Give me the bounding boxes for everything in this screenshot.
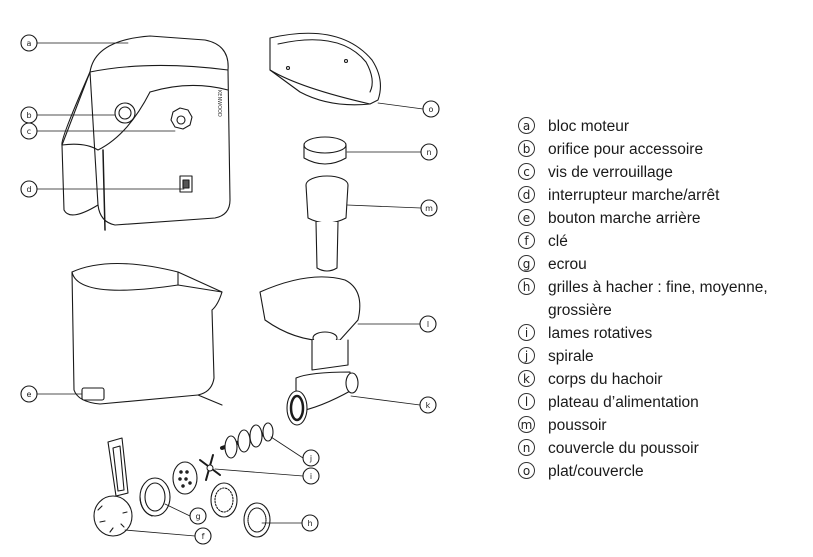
svg-text:j: j (309, 454, 312, 463)
legend-label: ecrou (548, 256, 587, 273)
svg-text:e: e (27, 390, 32, 399)
callout-n: n (420, 143, 438, 161)
leader-lines (36, 42, 424, 537)
legend-item: i lames rotatives (518, 322, 808, 345)
legend-badge: c (518, 163, 535, 180)
svg-text:l: l (427, 320, 429, 329)
callout-a: a (20, 34, 38, 52)
callout-l: l (419, 315, 437, 333)
legend-label: poussoir (548, 417, 607, 434)
pusher (305, 175, 349, 272)
legend-label: bloc moteur (548, 118, 629, 135)
legend-badge: h (518, 278, 535, 295)
feed-screw (220, 422, 274, 459)
callout-e: e (20, 385, 38, 403)
legend-badge: b (518, 140, 535, 157)
grinder-body (286, 339, 359, 426)
legend-label: plateau d’alimentation (548, 394, 699, 411)
legend-label: grilles à hacher : fine, moyenne, grossi… (548, 279, 768, 319)
mincing-screen-medium (210, 482, 238, 518)
callout-k: k (419, 396, 437, 414)
legend-item: h grilles à hacher : fine, moyenne, gross… (518, 276, 808, 322)
legend-label: spirale (548, 348, 594, 365)
callout-j: j (302, 449, 320, 467)
motor-unit: KENWOOD (61, 35, 231, 231)
tray-lid (269, 32, 381, 106)
legend-item: b orifice pour accessoire (518, 138, 808, 161)
callout-m: m (420, 199, 438, 217)
ring-nut (139, 477, 171, 517)
legend-item: a bloc moteur (518, 115, 808, 138)
legend-item: j spirale (518, 345, 808, 368)
legend-badge: g (518, 255, 535, 272)
spanner-key (93, 437, 133, 537)
legend-label: vis de verrouillage (548, 164, 673, 181)
legend-label: bouton marche arrière (548, 210, 701, 227)
svg-text:k: k (426, 401, 431, 410)
legend-badge: a (518, 117, 535, 134)
callout-i: i (302, 467, 320, 485)
cutting-blade (199, 454, 221, 481)
callout-c: c (20, 122, 38, 140)
svg-text:i: i (310, 472, 312, 481)
legend-label: interrupteur marche/arrêt (548, 187, 720, 204)
legend-item: n couvercle du poussoir (518, 437, 808, 460)
legend-label: orifice pour accessoire (548, 141, 704, 158)
callout-d: d (20, 180, 38, 198)
legend-badge: m (518, 416, 535, 433)
legend-badge: e (518, 209, 535, 226)
svg-text:a: a (27, 39, 32, 48)
svg-text:d: d (26, 185, 31, 194)
callout-b: b (20, 106, 38, 124)
legend-item: d interrupteur marche/arrêt (518, 184, 808, 207)
svg-text:g: g (195, 512, 200, 521)
svg-text:c: c (27, 127, 31, 136)
legend-label: clé (548, 233, 568, 250)
svg-text:o: o (429, 105, 434, 114)
svg-text:n: n (426, 148, 431, 157)
legend-item: e bouton marche arrière (518, 207, 808, 230)
legend-item: k corps du hachoir (518, 368, 808, 391)
legend-label: corps du hachoir (548, 371, 663, 388)
legend-badge: o (518, 462, 535, 479)
svg-text:b: b (26, 111, 31, 120)
callout-g: g (189, 507, 207, 525)
legend-item: o plat/couvercle (518, 460, 808, 483)
callout-h: h (301, 514, 319, 532)
feed-tray (259, 276, 361, 345)
mincing-screen-coarse (172, 461, 198, 495)
legend-badge: f (518, 232, 535, 249)
svg-text:f: f (202, 532, 205, 541)
legend-badge: l (518, 393, 535, 410)
callout-f: f (194, 527, 212, 545)
legend-item: c vis de verrouillage (518, 161, 808, 184)
legend-badge: k (518, 370, 535, 387)
legend-badge: i (518, 324, 535, 341)
svg-text:m: m (425, 204, 433, 213)
legend-label: plat/couvercle (548, 463, 644, 480)
brand-logo: KENWOOD (216, 90, 222, 117)
legend-label: couvercle du poussoir (548, 440, 699, 457)
motor-base (71, 263, 223, 406)
legend-badge: n (518, 439, 535, 456)
svg-text:h: h (307, 519, 312, 528)
legend-item: l plateau d’alimentation (518, 391, 808, 414)
callout-o: o (422, 100, 440, 118)
mincing-screen-fine (243, 502, 271, 538)
pusher-cap (303, 136, 347, 165)
legend-label: lames rotatives (548, 325, 653, 342)
legend-item: m poussoir (518, 414, 808, 437)
legend-badge: j (518, 347, 535, 364)
legend-badge: d (518, 186, 535, 203)
